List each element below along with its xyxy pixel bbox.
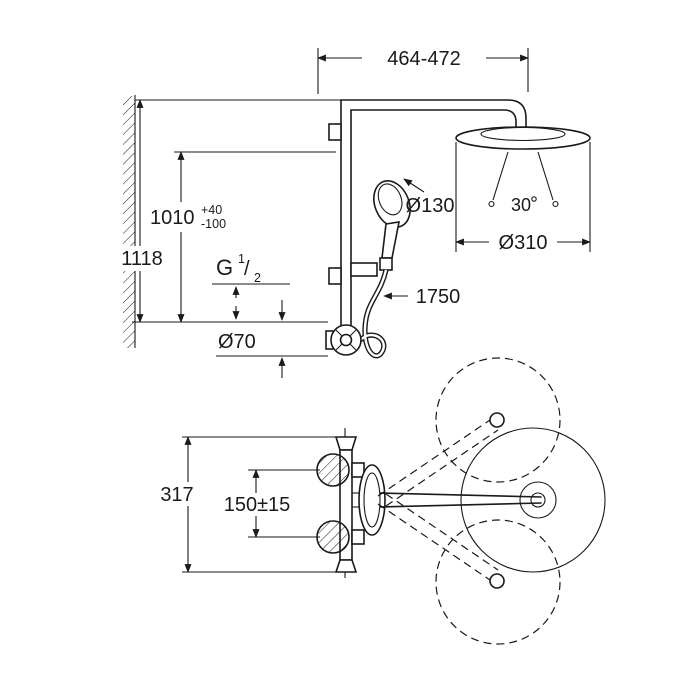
handshower-dia-label: Ø130 (406, 195, 455, 217)
thread-numerator: 1 (238, 252, 245, 266)
escutcheon-dia-label: Ø70 (218, 331, 256, 353)
top-width-label: 464-472 (387, 48, 460, 70)
hand-shower-handle (381, 221, 401, 259)
total-height-label: 1118 (121, 248, 163, 270)
valve-knob-bottom (316, 520, 350, 554)
valve-knob-top (316, 453, 350, 487)
rail-bracket-bottom (328, 267, 342, 285)
head-position-center (460, 427, 606, 573)
dimension-spray-angle: 30 (488, 151, 559, 215)
handshower-holder (350, 262, 378, 277)
valve-top-cap (334, 436, 358, 451)
rail-bracket-top (328, 123, 342, 141)
arm-flange (358, 464, 386, 536)
thread-letter: G (216, 255, 233, 280)
shower-arm-positions (377, 357, 606, 645)
hose-length-label: 1750 (416, 286, 461, 308)
angle-end-mark-right (552, 200, 559, 208)
hose-length-callout: 1750 (383, 286, 461, 308)
rail-height-label: 1010 (150, 207, 195, 229)
supply-stub-bottom (351, 529, 365, 545)
dimension-handshower: Ø130 (403, 178, 455, 217)
rail-height-tol-minus: -100 (201, 217, 226, 231)
headshower-dia-label: Ø310 (499, 232, 548, 254)
dimension-rail-height: 1010 +40 -100 (132, 151, 336, 323)
shower-hose (355, 269, 389, 359)
thread-callout: G 1 / 2 (212, 252, 290, 320)
hose-nut (379, 257, 393, 271)
spray-angle-label: 30 (511, 195, 531, 215)
valve-front-view (316, 428, 386, 578)
dimension-supply-centers: 150±15 (213, 469, 320, 538)
degree-mark (531, 196, 537, 202)
dimension-trim-height: 317 (152, 436, 336, 573)
dimension-escutcheon: Ø70 (216, 300, 328, 378)
shower-rail (328, 99, 527, 327)
arm-hub-up (489, 412, 505, 428)
supply-stub-top (351, 462, 365, 478)
trim-height-label: 317 (160, 484, 193, 506)
head-position-up (435, 357, 561, 483)
dimension-headshower: Ø310 (455, 142, 591, 254)
wall-hatch (123, 96, 135, 348)
angle-end-mark-left (488, 200, 495, 208)
valve-bottom-cap (334, 559, 358, 573)
thread-slash: / (244, 258, 250, 280)
dimension-top-width: 464-472 (317, 45, 529, 94)
dimension-total-height: 1118 (116, 99, 168, 323)
rail-height-tol-plus: +40 (201, 203, 222, 217)
hand-shower (373, 180, 411, 271)
head-position-down (435, 519, 561, 645)
supply-centers-label: 150±15 (224, 494, 291, 516)
head-shower-side (455, 126, 591, 150)
wall-section (123, 95, 341, 348)
thermostat-mixer (325, 324, 362, 356)
arm-hub-down (489, 573, 505, 589)
thread-denominator: 2 (254, 271, 261, 285)
